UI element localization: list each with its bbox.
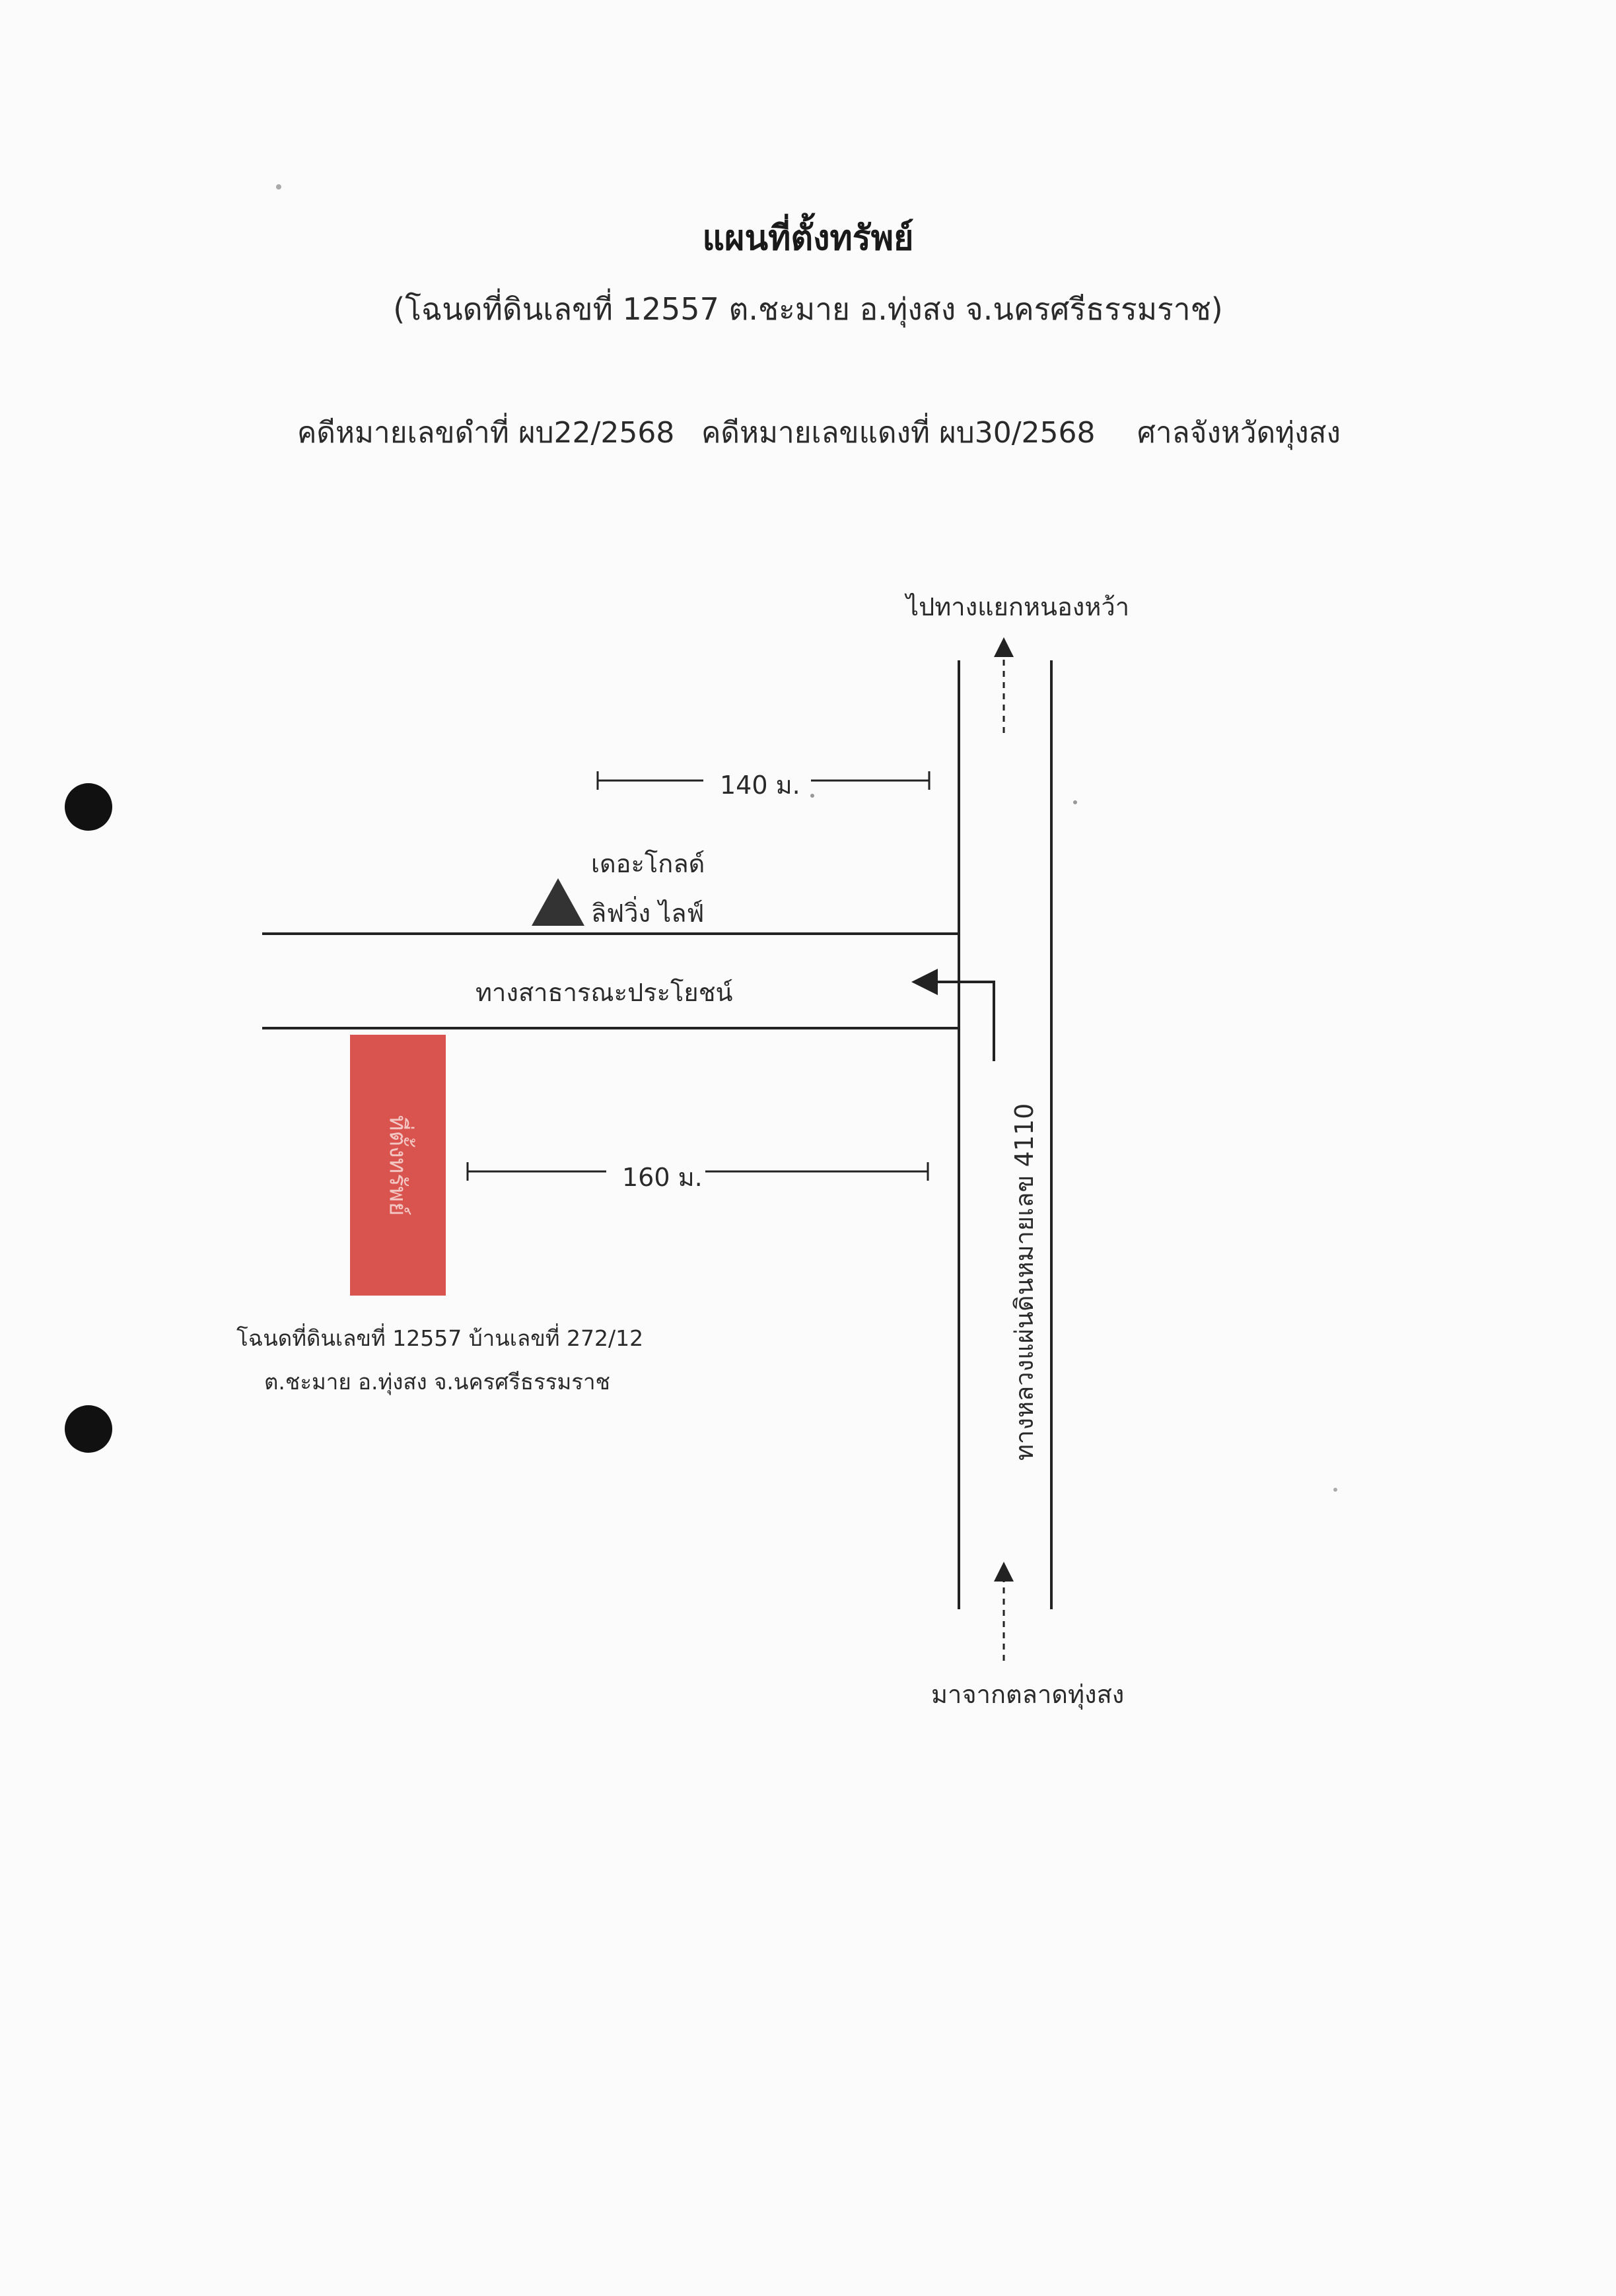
punch-hole xyxy=(65,1405,112,1453)
triangle-marker-icon xyxy=(532,878,584,926)
red-case-number: คดีหมายเลขแดงที่ ผบ30/2568 xyxy=(701,416,1096,450)
property-location-block: ที่ตั้งทรัพย์ xyxy=(350,1035,446,1296)
page-subtitle: (โฉนดที่ดินเลขที่ 12557 ต.ชะมาย อ.ทุ่งสง… xyxy=(393,291,1223,327)
deed-info-line1: โฉนดที่ดินเลขที่ 12557 บ้านเลขที่ 272/12 xyxy=(236,1325,644,1351)
landmark-label-line2: ลิฟวิ่ง ไลฟ์ xyxy=(591,899,705,928)
punch-hole xyxy=(65,783,112,831)
property-label: ที่ตั้งทรัพย์ xyxy=(384,1115,411,1216)
paper-speck xyxy=(1333,1488,1337,1492)
distance-lower-label: 160 ม. xyxy=(622,1163,703,1192)
black-case-number: คดีหมายเลขดำที่ ผบ22/2568 xyxy=(297,416,675,450)
highway-label: ทางหลวงแผ่นดินหมายเลข 4110 xyxy=(1010,1103,1039,1461)
paper-speck xyxy=(1073,800,1077,804)
deed-info-line2: ต.ชะมาย อ.ทุ่งสง จ.นครศรีธรรมราช xyxy=(264,1369,610,1395)
distance-upper-label: 140 ม. xyxy=(720,771,800,800)
court-name: ศาลจังหวัดทุ่งสง xyxy=(1137,416,1341,450)
landmark-label-line1: เดอะโกลด์ xyxy=(591,849,705,878)
turn-arrow xyxy=(911,969,995,1061)
public-road-label: ทางสาธารณะประโยชน์ xyxy=(475,978,733,1007)
paper-speck xyxy=(810,794,814,798)
paper-speck xyxy=(276,184,281,190)
south-origin-label: มาจากตลาดทุ่งสง xyxy=(931,1680,1125,1709)
page-title: แผนที่ตั้งทรัพย์ xyxy=(702,219,914,258)
north-destination-label: ไปทางแยกหนองหว้า xyxy=(906,592,1130,621)
